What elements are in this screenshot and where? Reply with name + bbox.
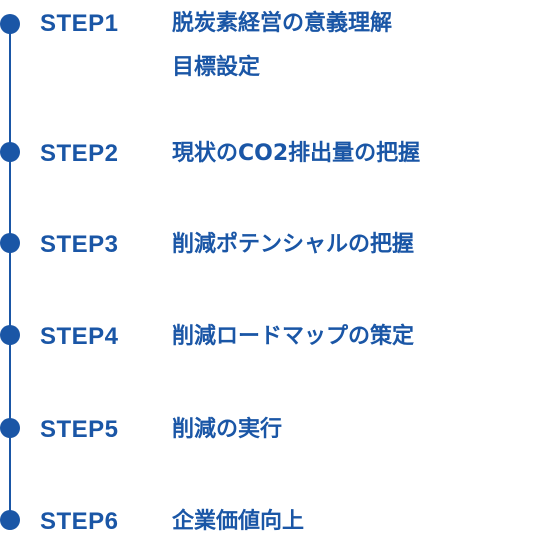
step-title-line: 削減ロードマップの策定 — [172, 324, 415, 349]
step-title-line: 目標設定 — [172, 55, 261, 80]
step-title: 削減ポテンシャルの把握 — [172, 223, 414, 267]
step-title: 削減の実行 — [172, 408, 282, 452]
step-label: STEP2 — [40, 140, 119, 167]
step-title: 脱炭素経営の意義理解 目標設定 — [172, 2, 392, 90]
step-dot — [0, 142, 20, 162]
step-title-line: 削減の実行 — [172, 417, 283, 442]
step-label: STEP6 — [40, 508, 119, 535]
step-dot — [0, 233, 20, 253]
step-title-line: 脱炭素経営の意義理解 — [172, 11, 393, 36]
step-title: 企業価値向上 — [172, 500, 304, 544]
step-title: 削減ロードマップの策定 — [172, 315, 414, 359]
step-label: STEP1 — [40, 10, 119, 37]
step-label: STEP3 — [40, 231, 119, 258]
step-title-line: 現状のCO2排出量の把握 — [172, 141, 421, 166]
step-dot — [0, 14, 20, 34]
timeline-line — [9, 22, 11, 522]
step-label: STEP4 — [40, 323, 119, 350]
step-dot — [0, 510, 20, 530]
step-label: STEP5 — [40, 416, 119, 443]
step-dot — [0, 418, 20, 438]
step-title: 現状のCO2排出量の把握 — [172, 132, 420, 176]
step-dot — [0, 325, 20, 345]
step-title-line: 企業価値向上 — [172, 509, 305, 534]
step-title-line: 削減ポテンシャルの把握 — [172, 232, 415, 257]
